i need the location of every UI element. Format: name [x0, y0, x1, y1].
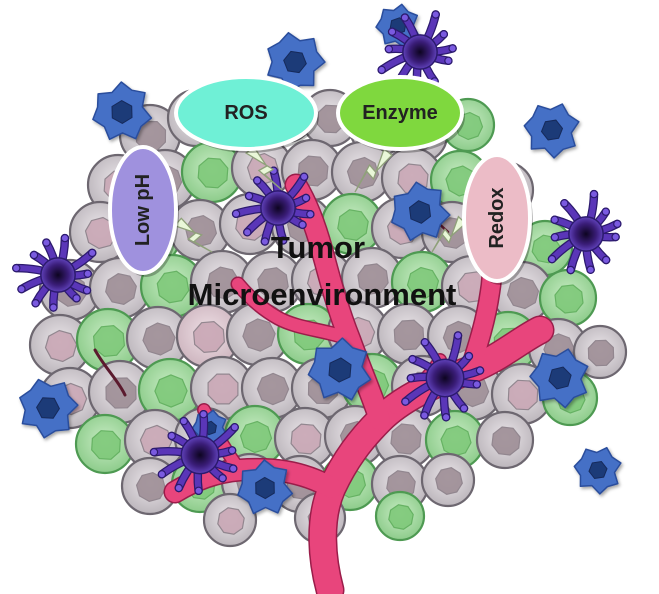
immune-cells-layer [12, 3, 622, 515]
lightning-arrow-icon [173, 217, 213, 253]
macrophage-cell [307, 337, 372, 401]
macrophage-cell [92, 81, 153, 141]
stimulus-arrows-layer [173, 145, 467, 253]
tumor-cell [475, 410, 535, 470]
macrophage-cell [391, 181, 451, 242]
macrophage-cell [19, 378, 79, 439]
stimulus-low-ph: Low pH [108, 145, 179, 277]
stimulus-redox: Redox [462, 153, 533, 285]
tumor-cell [125, 305, 191, 371]
center-title-line1: Tumor [271, 230, 365, 265]
stimulus-ros: ROS [174, 75, 319, 153]
tumor-cell [240, 356, 304, 420]
center-title-line2: Microenvironment [188, 277, 457, 312]
stimulus-label: Redox [486, 187, 508, 248]
tumor-cell [180, 140, 244, 204]
tumor-cell [75, 307, 141, 373]
tumor-cell [139, 253, 205, 319]
macrophage-cell [529, 348, 589, 409]
macrophage-cell [237, 459, 294, 515]
tumor-cell [420, 452, 476, 508]
lightning-arrow-icon [431, 215, 467, 253]
dendritic-cell [231, 166, 315, 246]
tumor-cell [175, 303, 241, 369]
tumor-cell [538, 268, 598, 328]
stimulus-label: ROS [224, 102, 267, 124]
center-title: Tumor Microenvironment [188, 230, 457, 312]
lightning-arrow-icon [244, 145, 283, 191]
tumor-cell [330, 140, 394, 204]
stimulus-label: Low pH [132, 174, 154, 246]
tumor-cell [572, 324, 628, 380]
capillary [93, 348, 127, 397]
tumor-cell [273, 406, 337, 470]
tumor-cell [189, 249, 255, 315]
macrophage-cell [523, 103, 580, 159]
macrophage-cell [267, 31, 326, 92]
dendritic-cell [401, 331, 485, 422]
lightning-arrow-icon [354, 147, 393, 193]
tumor-cell [74, 413, 136, 475]
tumor-cell [202, 492, 258, 548]
vessel-branch [232, 278, 356, 346]
macrophage-cell [573, 446, 622, 495]
stimulus-label: Enzyme [362, 102, 438, 124]
dendritic-cell [547, 189, 622, 275]
stimulus-enzyme: Enzyme [336, 75, 465, 153]
dendritic-cell [12, 233, 97, 312]
tumor-cell [374, 490, 426, 542]
tumor-cell [87, 359, 153, 425]
dendritic-cell [149, 409, 239, 496]
